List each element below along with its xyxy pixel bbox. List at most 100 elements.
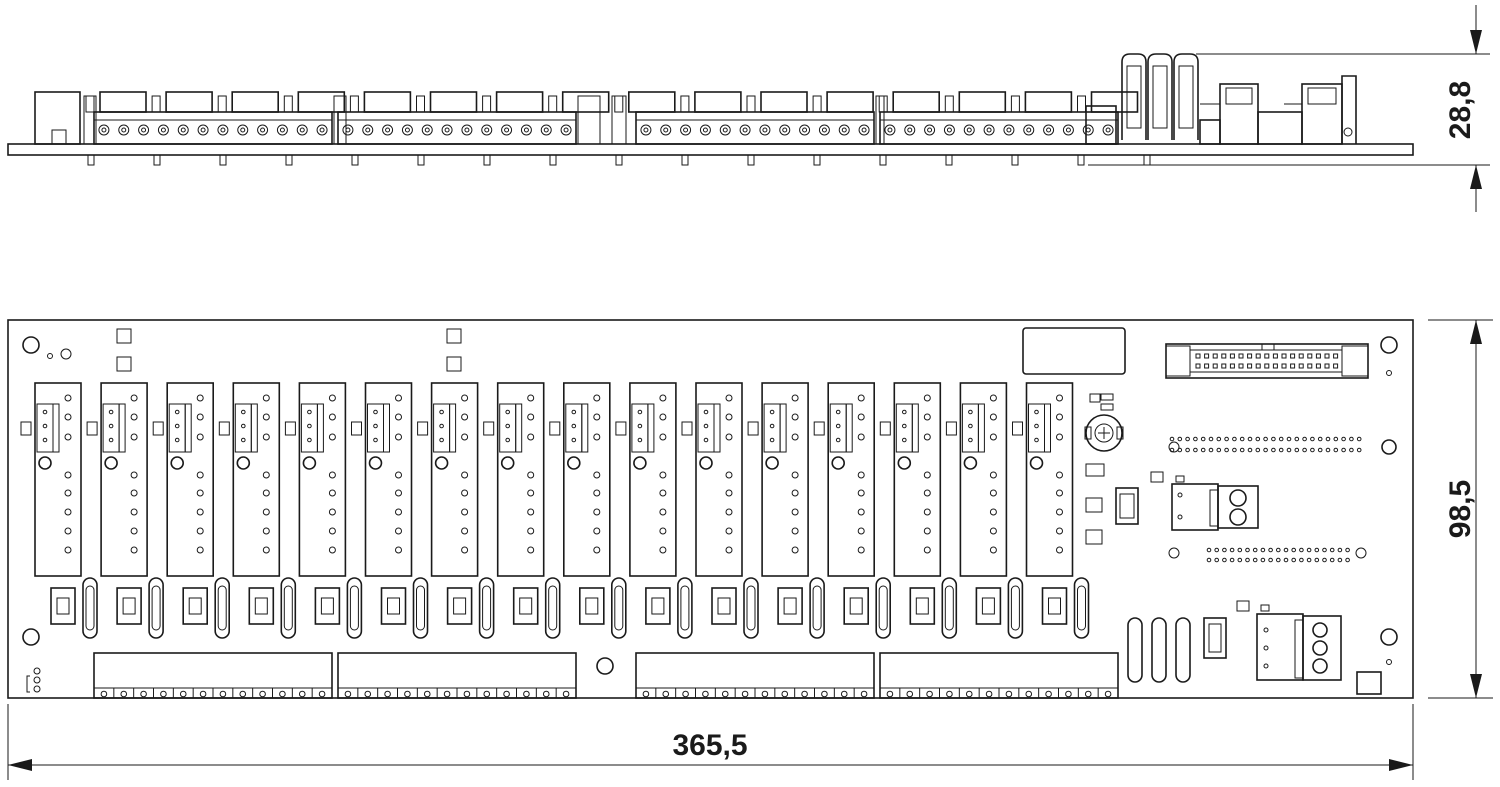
terminal-screw [562,690,570,698]
side-terminal-screw [1082,124,1094,136]
side-relay-top [627,91,676,113]
side-terminal-screw [858,124,870,136]
relay-channel [747,382,825,639]
side-terminal-screw [699,124,711,136]
mounting-hole [1381,439,1397,455]
fuse-holder [875,577,892,639]
side-terminal-screw [719,124,731,136]
relay-channel [681,382,759,639]
side-terminal-screw [118,124,130,136]
terminal-screw [860,690,868,698]
led-pad [417,421,429,436]
power-section [1084,393,1259,545]
side-terminal-screw [1003,124,1015,136]
led-pad [747,421,759,436]
led-pad [813,421,825,436]
led-pad [945,421,957,436]
side-terminal-screw [838,124,850,136]
terminal-screw [404,690,411,698]
relay-channel [615,382,693,639]
fuse-holder [478,577,495,639]
relay-channel [20,382,98,639]
relay-hole [765,456,779,470]
relay-hole [963,456,978,470]
led-pad [1012,421,1023,436]
side-relay-top [826,91,874,113]
relay-hole [368,456,383,470]
terminal-screw [1045,690,1052,698]
led-pad [20,421,32,436]
terminal-screw [721,690,729,698]
side-terminal-strip [879,111,1119,145]
side-post [577,95,601,145]
switch [248,587,275,625]
side-terminal-screw [177,124,189,136]
side-terminal-screw [296,124,308,136]
side-terminal-screw [799,124,811,136]
side-post [875,95,885,145]
terminal-screw [100,690,108,698]
terminal-screw [682,690,689,698]
terminal-screw [179,690,187,698]
relay-channel [152,382,230,639]
side-relay-top [231,91,279,113]
relay-body [761,382,809,577]
led-pad [351,421,362,436]
relay-body [166,382,214,577]
relay-hole [1029,456,1044,470]
side-right-connectors [1199,75,1357,145]
side-terminal-screw [540,124,552,136]
relay-channel [351,382,429,639]
relay-hole [500,456,515,470]
terminal-screw [503,690,510,698]
side-terminal-screw [98,124,110,136]
side-terminal-strip [93,111,333,145]
side-terminal-screw [461,124,473,136]
side-small-block [1085,105,1117,145]
relay-hole [434,456,449,470]
mounting-hole [1380,336,1398,354]
switch [645,587,671,625]
side-terminal-screw [342,124,354,136]
side-terminal-screw [818,124,830,136]
side-terminal-screw [963,124,975,136]
relay-hole [831,456,846,470]
side-terminal-strip [635,111,875,145]
relay-hole [566,456,581,470]
terminal-screw [279,690,286,698]
ribbon-connector [1165,343,1369,379]
side-terminal-screw [924,124,936,136]
side-relay-top [561,91,610,113]
side-terminal-screw [1102,124,1114,136]
fuse-holder [148,577,164,639]
terminal-block [635,652,875,699]
terminal-block [93,652,333,699]
relay-body [629,382,677,577]
side-terminal-screw [1023,124,1035,136]
relay-hole [897,456,912,470]
mounting-hole [596,657,614,675]
fuse-holder [1007,577,1024,639]
side-relay-top [694,91,742,113]
relay-body [364,382,413,577]
side-terminal-screw [983,124,995,136]
terminal-screw [840,690,848,698]
terminal-screw [781,690,789,698]
fuse-holder [544,577,561,639]
switch [380,587,407,625]
dimension-height-side [1088,5,1490,212]
dimension-width [7,704,1414,780]
side-terminal-screw [1043,124,1055,136]
side-terminal-screw [884,124,896,136]
side-relay-top [165,91,213,113]
relay-channel [813,382,892,639]
relay-channel [483,382,561,639]
terminal-blocks [93,652,1119,699]
side-pin [747,154,755,166]
side-terminal-screw [362,124,374,136]
relay-hole [38,456,52,470]
switch [843,587,870,625]
led-pad [152,421,164,436]
side-pin [417,154,425,166]
relay-body [1025,382,1074,577]
